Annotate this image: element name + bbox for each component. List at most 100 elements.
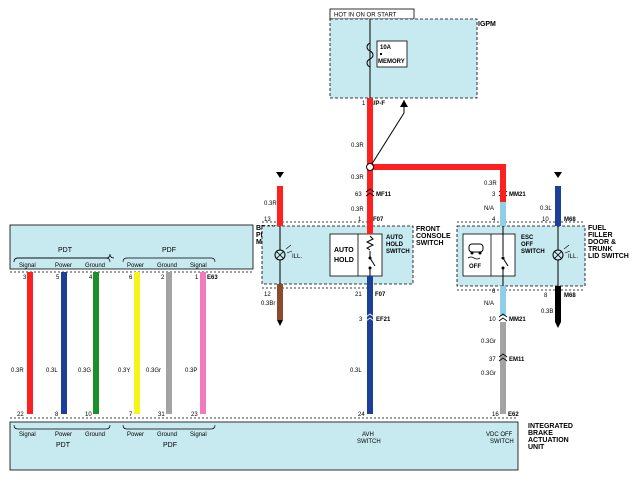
- fuel-wire-mid: 0.3Gr: [481, 339, 496, 345]
- bpm-top-pin-4: 6: [129, 275, 133, 281]
- igpm-label: IGPM: [478, 21, 496, 28]
- fuel-title-5: LID SWITCH: [588, 253, 629, 260]
- ibau-box: [9, 421, 519, 471]
- fuel-title-4: TRUNK: [588, 246, 613, 253]
- ibau-pdt: PDT: [56, 442, 71, 449]
- fuel-ill-wire: 0.3L: [540, 206, 552, 212]
- fcs-title-3: SWITCH: [416, 240, 444, 247]
- ibau-pin-label-4: Power: [127, 432, 144, 438]
- fuel-ill-bottom-pin: 8: [544, 293, 548, 299]
- auto-hold-icon-line-1: AUTO: [334, 247, 354, 254]
- esc-off-switch-box: [462, 233, 516, 277]
- fuel-bottom-na: N/A: [484, 301, 494, 307]
- bpm-wire-5: 0.3Gr: [146, 368, 161, 374]
- esc-label-2: OFF: [521, 242, 533, 248]
- fcs-bottom-pin: 21: [355, 292, 362, 298]
- bpm-connector: E63: [207, 275, 218, 281]
- fuel-title-3: DOOR &: [588, 239, 616, 246]
- fuel-top-connector: M68: [564, 217, 576, 223]
- fuel-mm21-pin: 10: [489, 317, 496, 323]
- fuel-ill-ground-wire: 0.3B: [541, 309, 553, 315]
- bpm-pdt: PDT: [58, 247, 73, 254]
- bpm-top-pin-3: 4: [89, 275, 93, 281]
- fuel-wire-low: 0.3Gr: [481, 371, 496, 377]
- esc-off-car-icon: [467, 243, 484, 260]
- fuel-ill-lamp-icon: [552, 244, 571, 261]
- fuel-title-2: FILLER: [588, 232, 613, 239]
- front-console-switch: FRONT CONSOLE SWITCH 0.3R 13 ILL. 12 0.3…: [261, 172, 451, 414]
- ibau-pin-6: 23: [191, 412, 198, 418]
- em11-label: EM11: [509, 357, 525, 363]
- bpm-wire-2: 0.3L: [46, 368, 58, 374]
- bpm-pin-label-4: Power: [127, 263, 144, 269]
- fuse-name: MEMORY: [378, 59, 405, 65]
- ibau-pin-label-3: Ground: [85, 432, 105, 438]
- ibau-title-1: INTEGRATED: [528, 423, 573, 430]
- ibau-pin-3: 10: [85, 412, 92, 418]
- auto-hold-icon-line-2: HOLD: [334, 257, 354, 264]
- bpm-wire-4: 0.3Y: [118, 368, 130, 374]
- ibau-pin-2: 8: [55, 412, 59, 418]
- brake-pedal-module: BRAKE PEDAL MODULE PDT PDF Signal Power …: [9, 224, 287, 281]
- bpm-pin-label-6: Signal: [190, 263, 207, 269]
- ibau-pin-label-2: Power: [55, 432, 72, 438]
- mm21-pin-top: 3: [492, 192, 496, 198]
- mf11-pin: 63: [355, 192, 362, 198]
- fcs-switch-label-2: HOLD: [386, 242, 404, 248]
- bpm-wire-1: 0.3R: [11, 368, 24, 374]
- fcs-ill-label: ILL.: [292, 254, 302, 260]
- fuel-title-1: FUEL: [588, 225, 607, 232]
- fcs-output-wire: 0.3L: [350, 368, 362, 374]
- bpm-top-pin-1: 3: [23, 275, 27, 281]
- fcs-top-connector: F07: [373, 217, 384, 223]
- fuel-top-na: N/A: [484, 206, 494, 212]
- ibau-pin-7: 24: [358, 412, 365, 418]
- bpm-pin-label-5: Ground: [157, 263, 177, 269]
- igpm-connector: I/P-F: [372, 101, 385, 107]
- fcs-ill-ground-wire: 0.3Br: [261, 301, 275, 307]
- fuel-bottom-connector: M68: [564, 293, 576, 299]
- fuse-rating: 10A: [380, 45, 392, 51]
- fcs-title-2: CONSOLE: [416, 233, 451, 240]
- igpm-pin: 1: [362, 101, 366, 107]
- fcs-switch-label-3: SWITCH: [386, 249, 410, 255]
- fcs-ill-supply-wire: 0.3R: [264, 201, 277, 207]
- ibau-pin-8: 16: [492, 412, 499, 418]
- ibau-connector: E62: [508, 412, 519, 418]
- fuel-bottom-pin: 6: [492, 289, 496, 295]
- ibau-pin-label-6: Signal: [190, 432, 207, 438]
- mm21-label-top: MM21: [509, 192, 526, 198]
- bpm-wire-3: 0.3G: [78, 368, 91, 374]
- fuel-ill-label: ILL.: [568, 254, 578, 260]
- bpm-top-pin-5: 2: [161, 275, 165, 281]
- fcs-top-pin: 1: [358, 217, 362, 223]
- bpm-top-pin-6: 1: [195, 275, 199, 281]
- fuel-top-pin: 4: [492, 217, 496, 223]
- bpm-pdf: PDF: [162, 247, 176, 254]
- ibau-vdc-1: VDC OFF: [486, 432, 513, 438]
- bpm-wires: 0.3R 0.3L 0.3G 0.3Y 0.3Gr 0.3P: [11, 272, 206, 414]
- igpm-section: HOT IN ON OR START IGPM 10A MEMORY 1 I/P…: [329, 8, 496, 107]
- ibau-pin-label-5: Ground: [157, 432, 177, 438]
- fuse-icon: [366, 42, 374, 68]
- ibau-title-2: BRAKE: [528, 430, 553, 437]
- trunk-wire-upper: 0.3R: [351, 143, 364, 149]
- ef21-label: EF21: [376, 317, 391, 323]
- ibau-pin-5: 31: [158, 412, 165, 418]
- trunk-wire-lower: 0.3R: [351, 175, 364, 181]
- mf11-label: MF11: [376, 192, 392, 198]
- ibau-pin-label-1: Signal: [19, 432, 36, 438]
- esc-label-1: ESC: [521, 235, 534, 241]
- fcs-ill-top-pin: 13: [264, 217, 271, 223]
- red-trunk: 0.3R 0.3R 63 MF11 0.3R 0.3R 3 MM21: [351, 98, 526, 216]
- ibau-pin-1: 22: [17, 412, 24, 418]
- ibau-pdf: PDF: [163, 442, 177, 449]
- brake-pedal-box: [9, 224, 254, 270]
- esc-off-icon-text: OFF: [469, 264, 481, 270]
- ibau-title-4: UNIT: [528, 444, 545, 451]
- fuel-door-switch: FUEL FILLER DOOR & TRUNK LID SWITCH N/A …: [456, 172, 629, 414]
- fcs-ill-bottom-pin: 12: [264, 292, 271, 298]
- trunk-wire-fcs: 0.3R: [351, 207, 364, 213]
- fcs-title-1: FRONT: [416, 226, 441, 233]
